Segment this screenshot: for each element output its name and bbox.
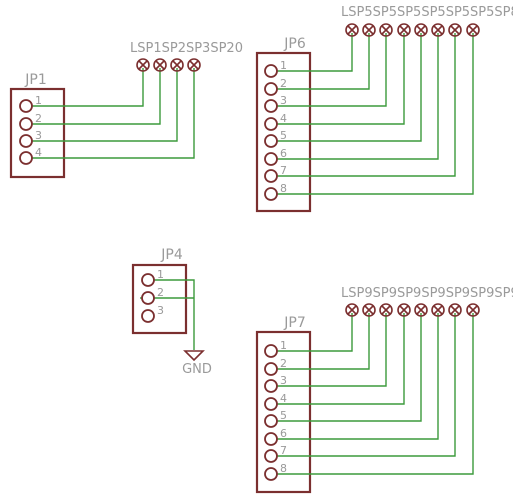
jp6-pin-number: 5 [280,129,287,142]
gnd-label: GND [182,362,212,377]
jp4-pin-1[interactable] [141,273,155,287]
jp6-pin-number: 1 [280,59,287,72]
jp6-pin-5[interactable] [264,134,278,148]
jp6-pin-7[interactable] [264,169,278,183]
jp1-header[interactable]: JP1 1 2 3 4 [9,68,195,179]
gnd-triangle-icon [183,350,205,362]
jp4-ref-label: JP4 [160,247,183,263]
jp7-pin-3[interactable] [264,379,278,393]
jp1-body [9,87,66,179]
jp1-ref-label: JP1 [24,72,46,88]
jp4-pins: 1 2 3 [141,268,164,323]
jp6-body [255,51,312,213]
lsp-a-pad-icon[interactable] [170,58,184,72]
jp7-pin-number: 1 [280,339,287,352]
lsp-a-pad-icon[interactable] [153,58,167,72]
jp7-pins: 1 2 3 4 5 6 7 8 [264,339,287,481]
jp7-pin-number: 8 [280,462,287,475]
jp7-pin-number: 6 [280,427,287,440]
jp6-pins: 1 2 3 4 5 6 7 8 [264,59,287,201]
jp7-header[interactable]: JP7 1 2 3 4 5 6 7 8 [255,313,474,494]
lsp-pads-group-c: LSP9SP9SP9SP9SP9SP9SP9P16 [341,286,513,317]
jp4-body [131,263,188,335]
lsp-pads-group-a: LSP1SP2SP3SP20 [130,41,243,72]
lsp-group-b-label: LSP5SP5SP5SP5SP5SP5SP8 [341,5,513,20]
lsp-c-pad-icon[interactable] [448,303,462,317]
jp4-pin-number: 1 [157,268,164,281]
jp6-pin-6[interactable] [264,152,278,166]
lsp-b-pad-icon[interactable] [379,23,393,37]
lsp-group-c-label: LSP9SP9SP9SP9SP9SP9SP9P16 [341,286,513,301]
jp6-pin-number: 3 [280,94,287,107]
lsp-a-pad-icon[interactable] [187,58,201,72]
jp7-pin-number: 4 [280,392,287,405]
lsp-c-pad-icon[interactable] [397,303,411,317]
jp6-pin-3[interactable] [264,99,278,113]
jp1-pin-number: 1 [35,94,42,107]
lsp-c-pad-icon[interactable] [379,303,393,317]
jp7-pin-1[interactable] [264,344,278,358]
jp6-wires [277,33,474,195]
lsp-c-pad-icon[interactable] [414,303,428,317]
jp4-pin-number: 3 [157,304,164,317]
lsp-b-pad-icon[interactable] [414,23,428,37]
lsp-c-pad-icon[interactable] [362,303,376,317]
jp7-body [255,330,312,494]
jp6-pin-8[interactable] [264,187,278,201]
jp7-pin-number: 5 [280,409,287,422]
lsp-b-pad-icon[interactable] [466,23,480,37]
jp6-pin-1[interactable] [264,64,278,78]
jp1-pin-number: 2 [35,112,42,125]
jp6-pin-4[interactable] [264,117,278,131]
jp6-pin-number: 8 [280,182,287,195]
jp7-pin-number: 3 [280,374,287,387]
jp1-pin-number: 4 [35,146,42,159]
lsp-b-pad-icon[interactable] [362,23,376,37]
jp4-header[interactable]: JP4 1 2 3 [131,247,195,350]
jp7-pin-7[interactable] [264,449,278,463]
jp6-pin-number: 7 [280,164,287,177]
lsp-b-pad-icon[interactable] [345,23,359,37]
jp7-pin-2[interactable] [264,362,278,376]
lsp-pads-group-b: LSP5SP5SP5SP5SP5SP5SP8 [341,5,513,37]
lsp-b-pad-icon[interactable] [431,23,445,37]
jp6-pin-number: 6 [280,147,287,160]
lsp-a-pad-icon[interactable] [136,58,150,72]
jp1-pins: 1 2 3 4 [19,94,42,165]
jp4-pin-2[interactable] [141,291,155,305]
jp6-header[interactable]: JP6 1 2 3 4 5 6 7 8 [255,33,474,213]
lsp-c-pad-icon[interactable] [431,303,445,317]
jp7-pin-number: 7 [280,444,287,457]
gnd-symbol[interactable]: GND [182,350,212,377]
lsp-c-pad-icon[interactable] [466,303,480,317]
jp6-pin-number: 4 [280,112,287,125]
jp7-pin-number: 2 [280,357,287,370]
jp6-ref-label: JP6 [283,36,306,52]
jp1-pin-4[interactable] [19,151,33,165]
jp6-pin-2[interactable] [264,82,278,96]
jp1-pin-1[interactable] [19,99,33,113]
jp1-pin-number: 3 [35,129,42,142]
jp7-pin-5[interactable] [264,414,278,428]
jp1-pin-2[interactable] [19,117,33,131]
jp1-pin-3[interactable] [19,134,33,148]
jp4-pin-number: 2 [157,286,164,299]
jp7-wires [277,313,474,475]
jp6-pin-number: 2 [280,77,287,90]
jp1-wires [32,68,195,159]
lsp-group-a-label: LSP1SP2SP3SP20 [130,41,243,56]
lsp-b-pad-icon[interactable] [397,23,411,37]
jp7-pin-8[interactable] [264,467,278,481]
jp4-pin-3[interactable] [141,309,155,323]
lsp-b-pad-icon[interactable] [448,23,462,37]
jp7-pin-6[interactable] [264,432,278,446]
jp7-ref-label: JP7 [283,315,305,331]
lsp-c-pad-icon[interactable] [345,303,359,317]
jp7-pin-4[interactable] [264,397,278,411]
